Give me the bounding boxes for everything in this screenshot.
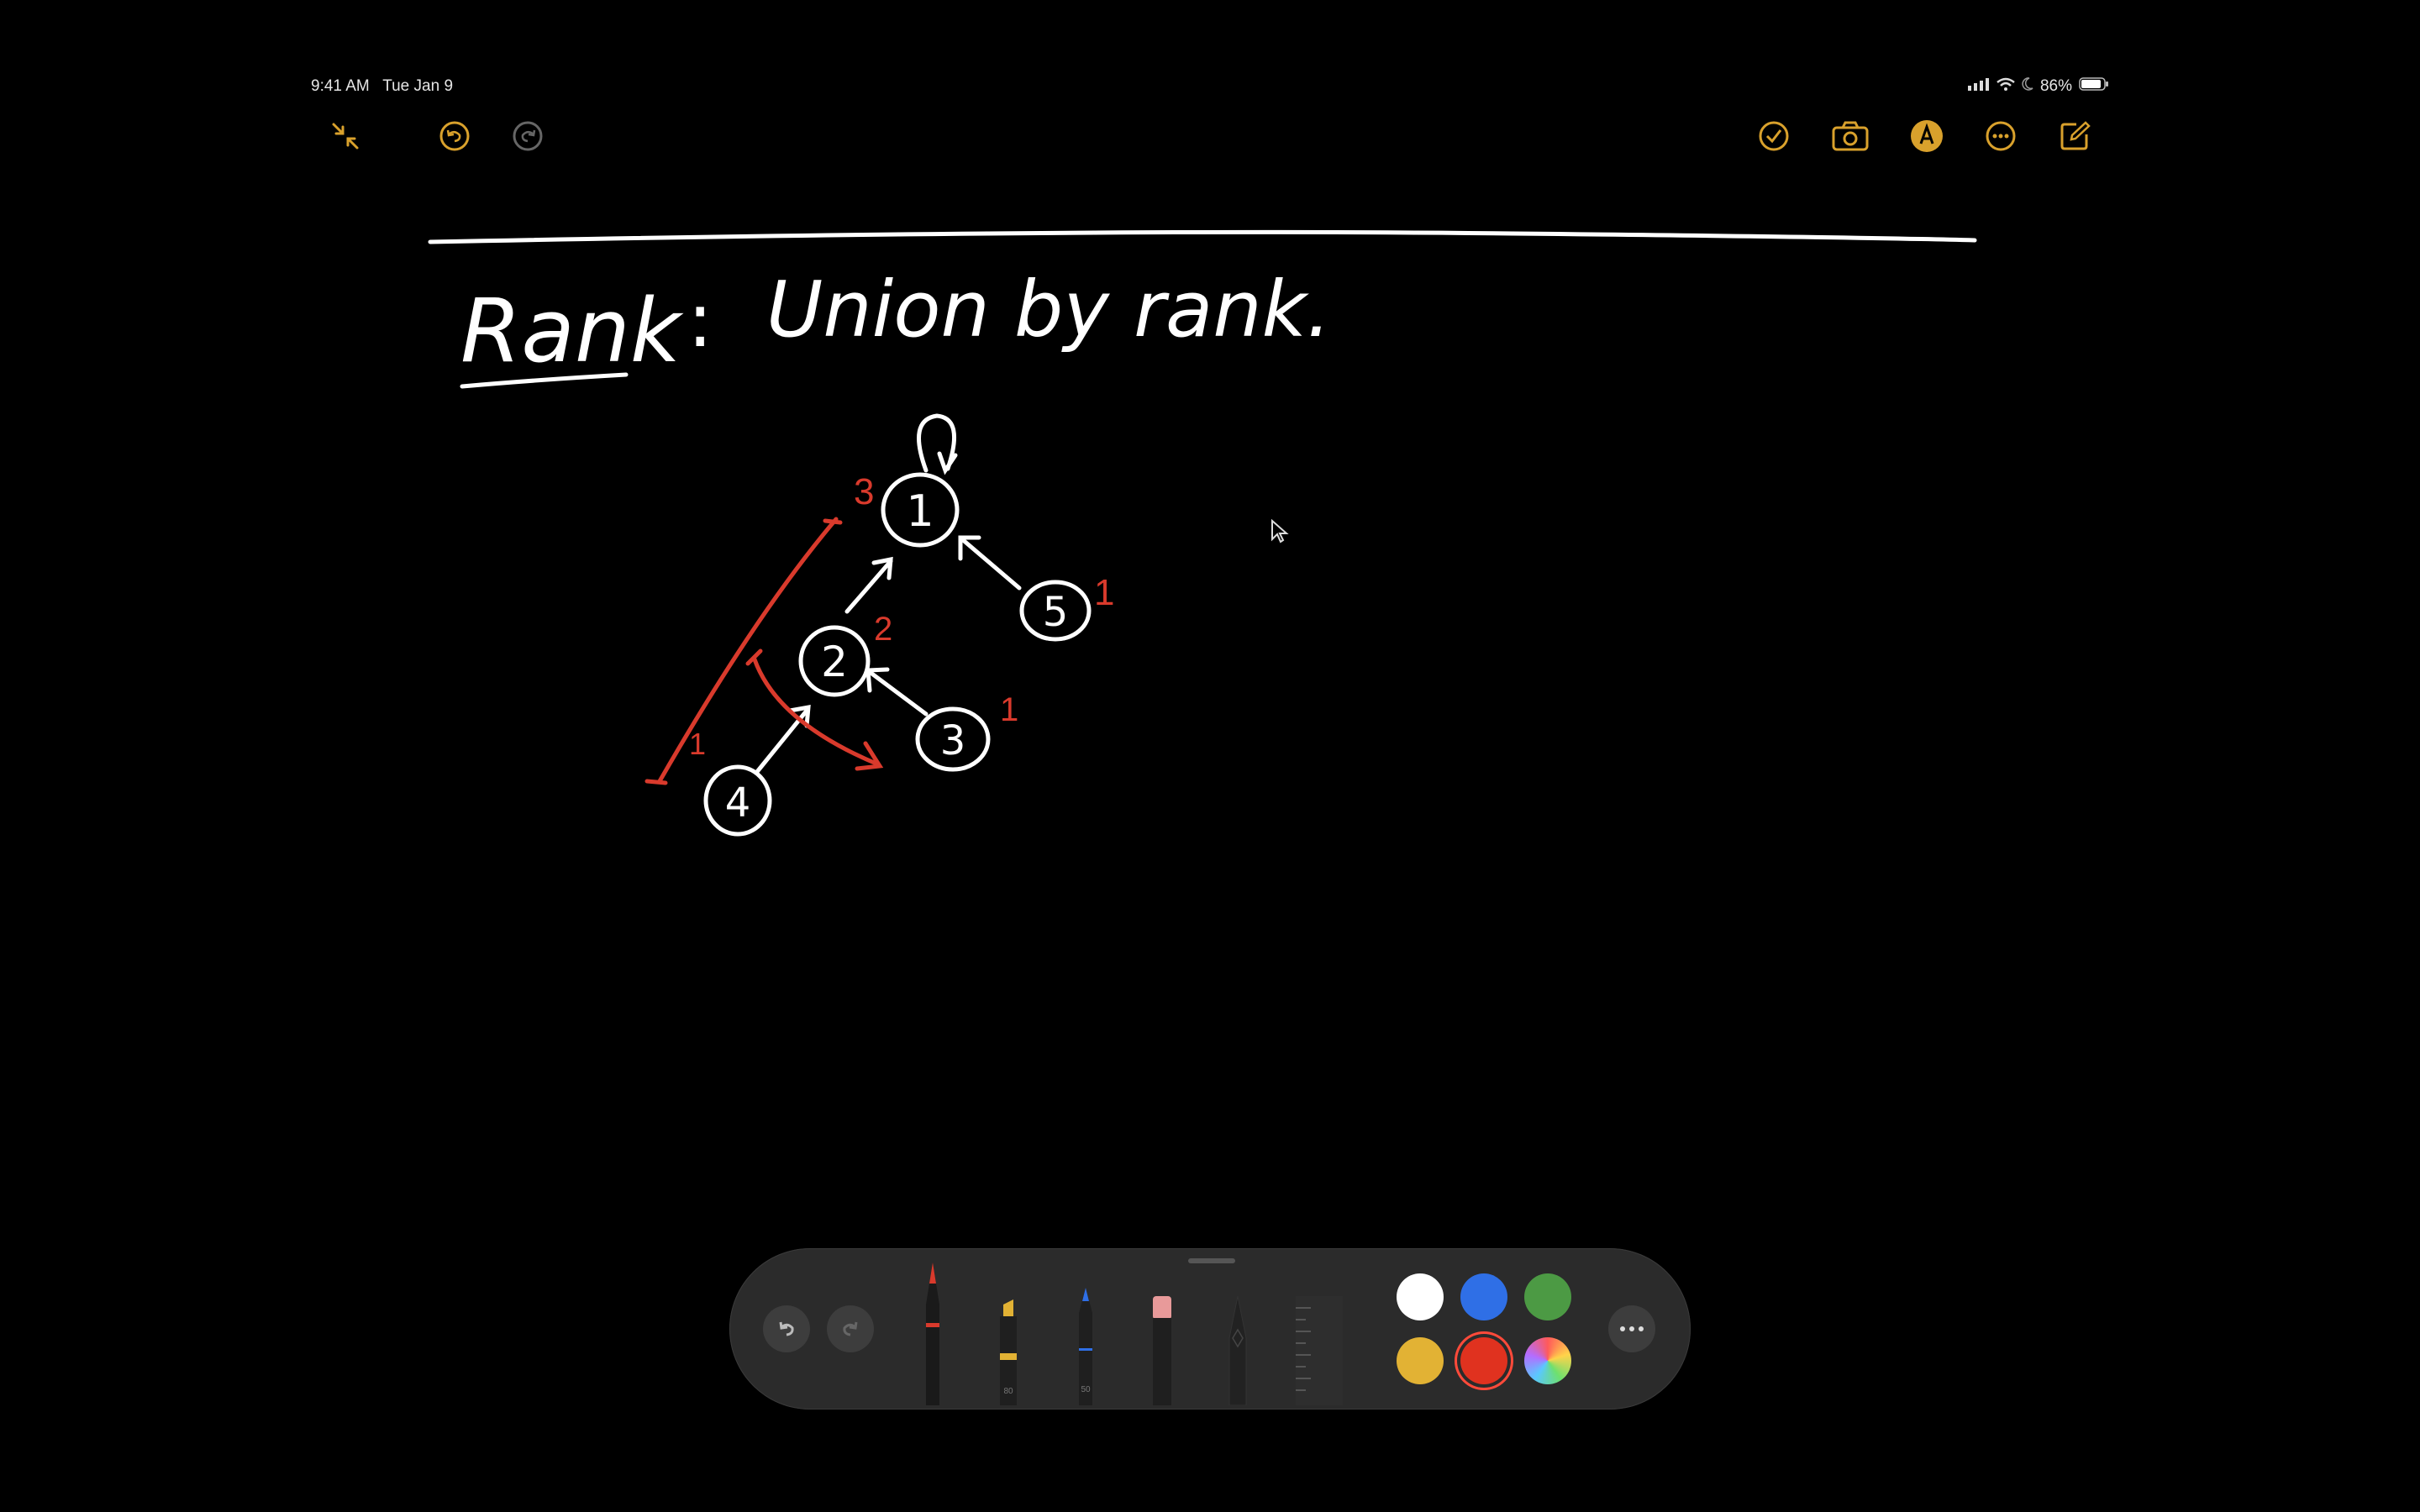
tree-node-4: 4 (703, 764, 772, 837)
pen-tool[interactable] (916, 1263, 950, 1410)
status-time-date: 9:41 AM Tue Jan 9 (311, 77, 453, 96)
signal-icon (1967, 77, 1990, 96)
status-date: Tue Jan 9 (382, 77, 454, 95)
markup-icon[interactable] (1907, 116, 1947, 156)
battery-icon (2079, 77, 2109, 96)
palette-grabber[interactable] (1188, 1258, 1235, 1263)
compose-icon[interactable] (2054, 116, 2095, 156)
pencil-size-label: 50 (1081, 1385, 1091, 1394)
node-label: 5 (1043, 589, 1069, 636)
pencil-tool[interactable]: 50 (1069, 1288, 1102, 1410)
dot (1639, 1326, 1644, 1331)
status-time: 9:41 AM (311, 77, 370, 95)
marker-tool[interactable]: 80 (992, 1296, 1025, 1410)
node-label: 1 (906, 486, 934, 537)
rank-label-node-5: 1 (1094, 572, 1114, 613)
color-wheel-icon[interactable] (1524, 1337, 1571, 1384)
rank-annotations (644, 517, 884, 785)
color-swatch-white[interactable] (1397, 1273, 1444, 1320)
dot (1629, 1326, 1634, 1331)
note-heading-rest: Union by rank. (766, 265, 1331, 354)
note-heading-word: Rank (460, 280, 684, 382)
rank-label-node-1: 3 (854, 471, 874, 512)
redo-icon[interactable] (508, 116, 548, 156)
collapse-icon[interactable] (325, 116, 366, 156)
pointer-cursor-icon (1270, 518, 1289, 549)
divider-line (428, 229, 1977, 244)
tree-node-1: 1 (881, 472, 960, 548)
camera-icon[interactable] (1830, 116, 1870, 156)
battery-percent: 86% (2039, 77, 2072, 95)
rank-label-node-3: 1 (1000, 691, 1018, 728)
marker-size-label: 80 (1003, 1387, 1013, 1396)
node-label: 3 (940, 717, 966, 764)
color-swatch-blue[interactable] (1460, 1273, 1507, 1320)
palette-redo-icon[interactable] (827, 1305, 874, 1352)
undo-icon[interactable] (434, 116, 475, 156)
tree-node-3: 3 (915, 706, 991, 772)
ruler-tool[interactable] (1294, 1296, 1344, 1410)
color-swatch-green[interactable] (1524, 1273, 1571, 1320)
moon-icon (2022, 77, 2033, 96)
lasso-tool[interactable] (1221, 1295, 1255, 1410)
dot (1620, 1326, 1625, 1331)
tree-node-2: 2 (798, 625, 871, 697)
status-indicators: 86% (1967, 77, 2109, 96)
tool-palette: 80 50 (729, 1248, 1691, 1410)
note-colon: : (687, 276, 713, 365)
color-swatch-yellow[interactable] (1397, 1337, 1444, 1384)
heading-underline (460, 372, 629, 389)
tree-node-5: 5 (1019, 580, 1092, 642)
palette-more-button[interactable] (1608, 1305, 1655, 1352)
rank-label-node-4: 1 (689, 727, 706, 761)
checklist-icon[interactable] (1754, 116, 1794, 156)
color-swatch-red[interactable] (1460, 1337, 1507, 1384)
eraser-tool[interactable] (1145, 1296, 1179, 1410)
node-label: 2 (821, 638, 848, 686)
wifi-icon (1996, 77, 2015, 96)
rank-label-node-2: 2 (874, 611, 892, 648)
more-icon[interactable] (1981, 116, 2021, 156)
palette-undo-icon[interactable] (763, 1305, 810, 1352)
node-label: 4 (725, 780, 751, 827)
